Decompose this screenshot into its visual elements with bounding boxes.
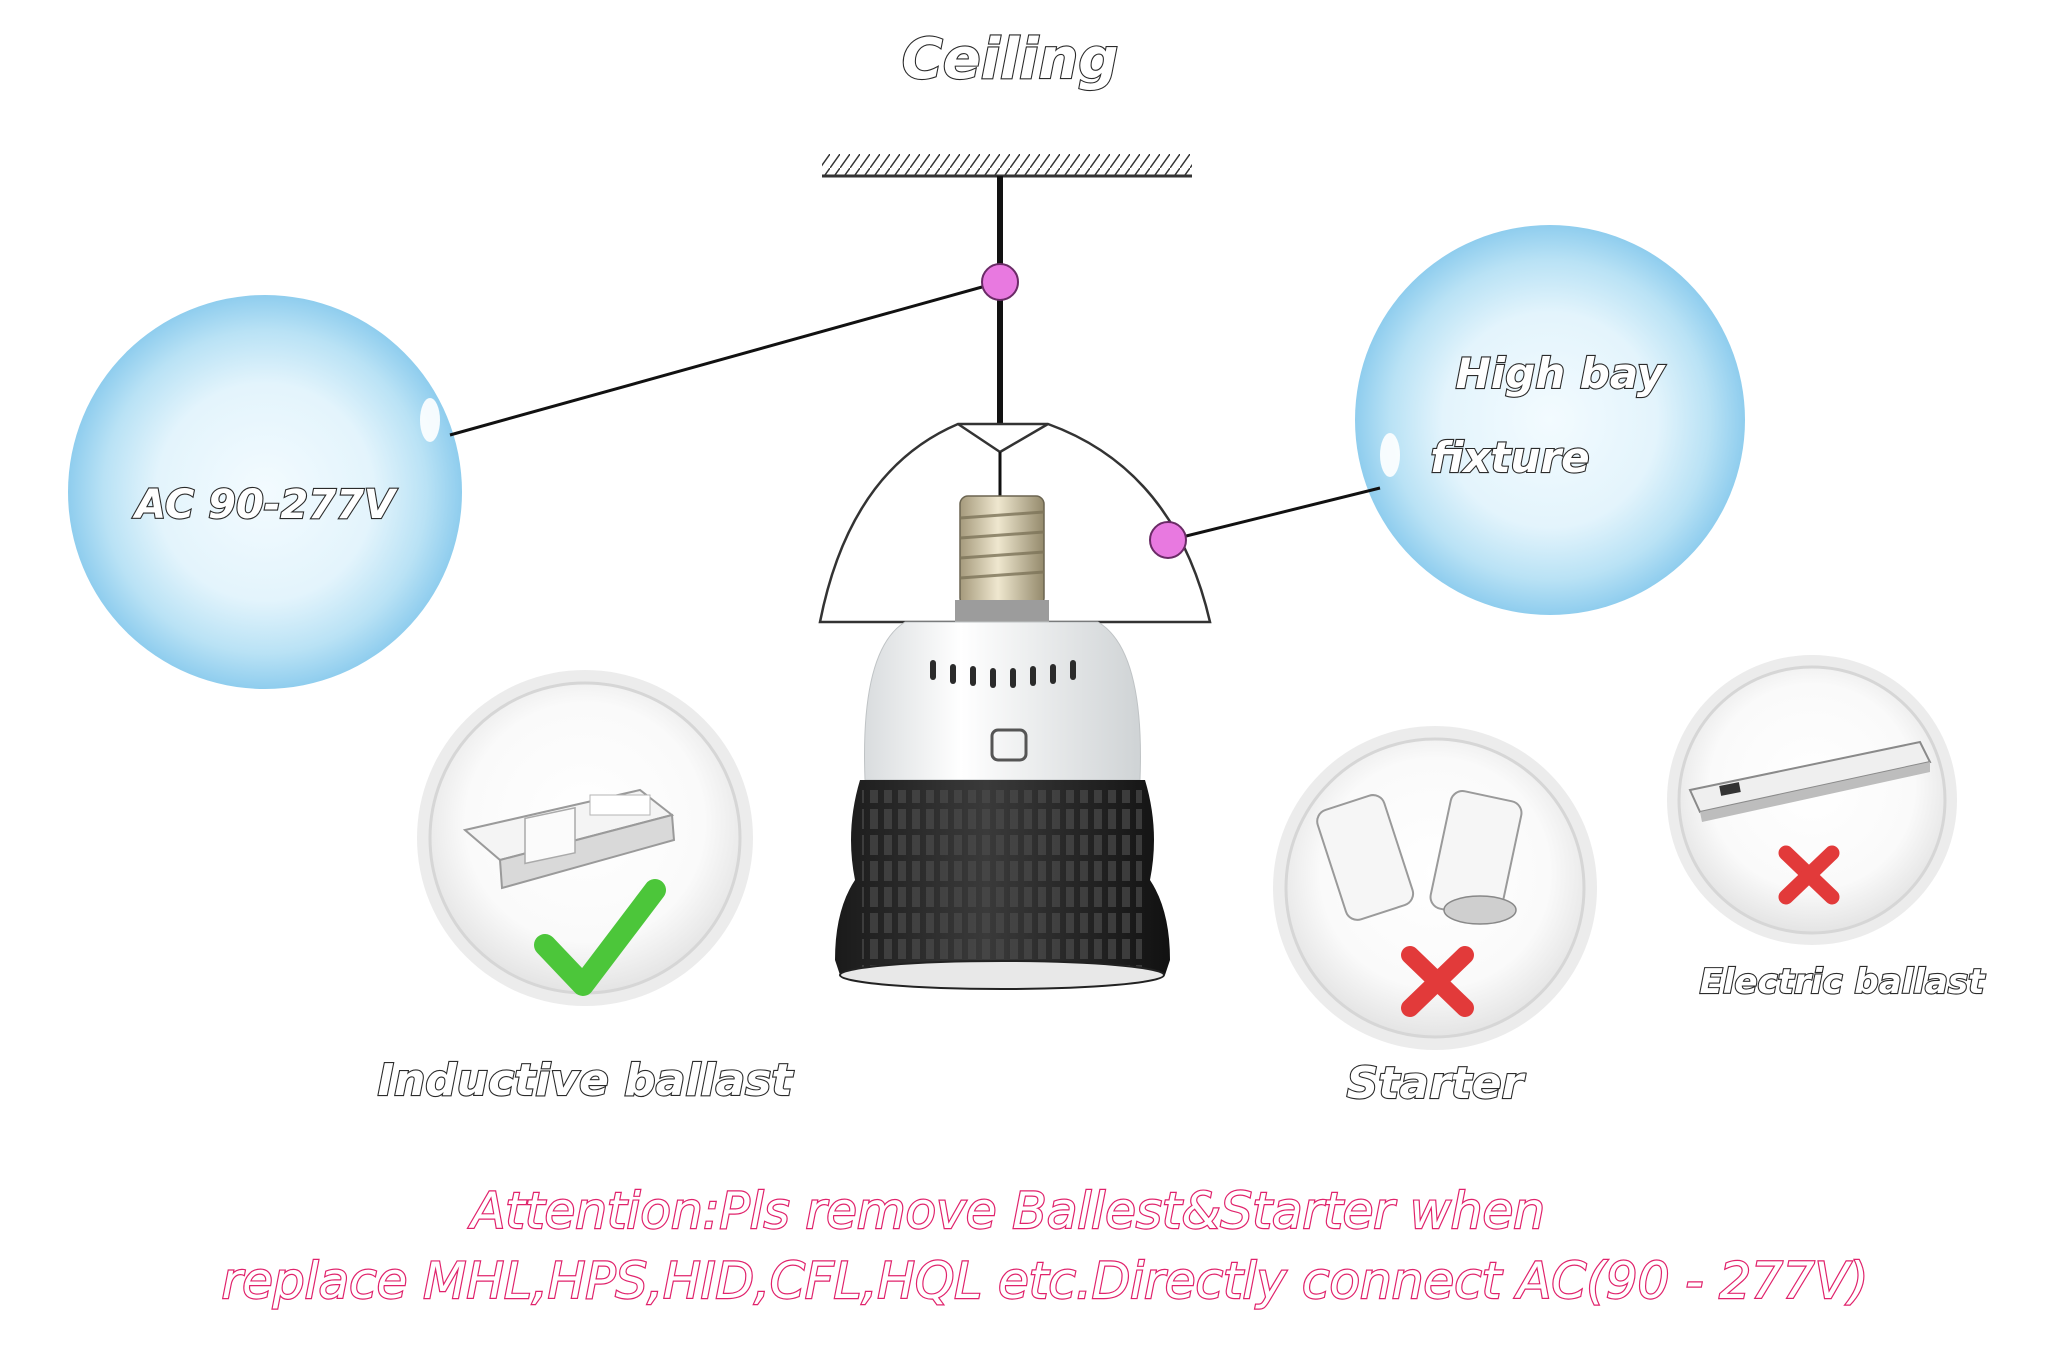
voltage-label: AC 90-277V (132, 482, 398, 528)
brand-logo-icon (990, 728, 1028, 762)
starter-card: Starter (1273, 726, 1597, 1110)
ceiling-connector-dot (981, 263, 1019, 301)
attention-line-2: replace MHL,HPS,HID,CFL,HQL etc.Directly… (222, 1252, 1869, 1310)
inductive-ballast-card: Inductive ballast (376, 670, 795, 1107)
starter-label: Starter (1347, 1058, 1526, 1109)
inductive-ballast-label: Inductive ballast (378, 1055, 795, 1106)
led-bulb-image (835, 495, 1170, 990)
fixture-bubble: High bay fixture (1355, 225, 1745, 615)
inductive-ballast-icon (462, 788, 676, 890)
cross-icon (1778, 845, 1840, 905)
check-icon (534, 879, 666, 996)
electric-ballast-label: Electric ballast (1700, 962, 1987, 1002)
ceiling-mount (822, 154, 1192, 178)
electric-ballast-icon (1688, 740, 1932, 822)
cross-icon (1401, 946, 1474, 1017)
attention-line-1: Attention:Pls remove Ballest&Starter whe… (468, 1182, 1545, 1240)
fixture-label-line2: fixture (1430, 433, 1589, 482)
starter-icon (1316, 790, 1523, 925)
fixture-connector-line (1169, 486, 1381, 542)
voltage-connector-line (449, 280, 1001, 437)
voltage-bubble: AC 90-277V (68, 295, 462, 689)
ceiling-label: Ceiling (902, 27, 1119, 92)
fixture-connector-dot (1149, 521, 1187, 559)
fixture-label-line1: High bay (1456, 349, 1666, 398)
electric-ballast-card: Electric ballast (1667, 655, 1987, 1003)
